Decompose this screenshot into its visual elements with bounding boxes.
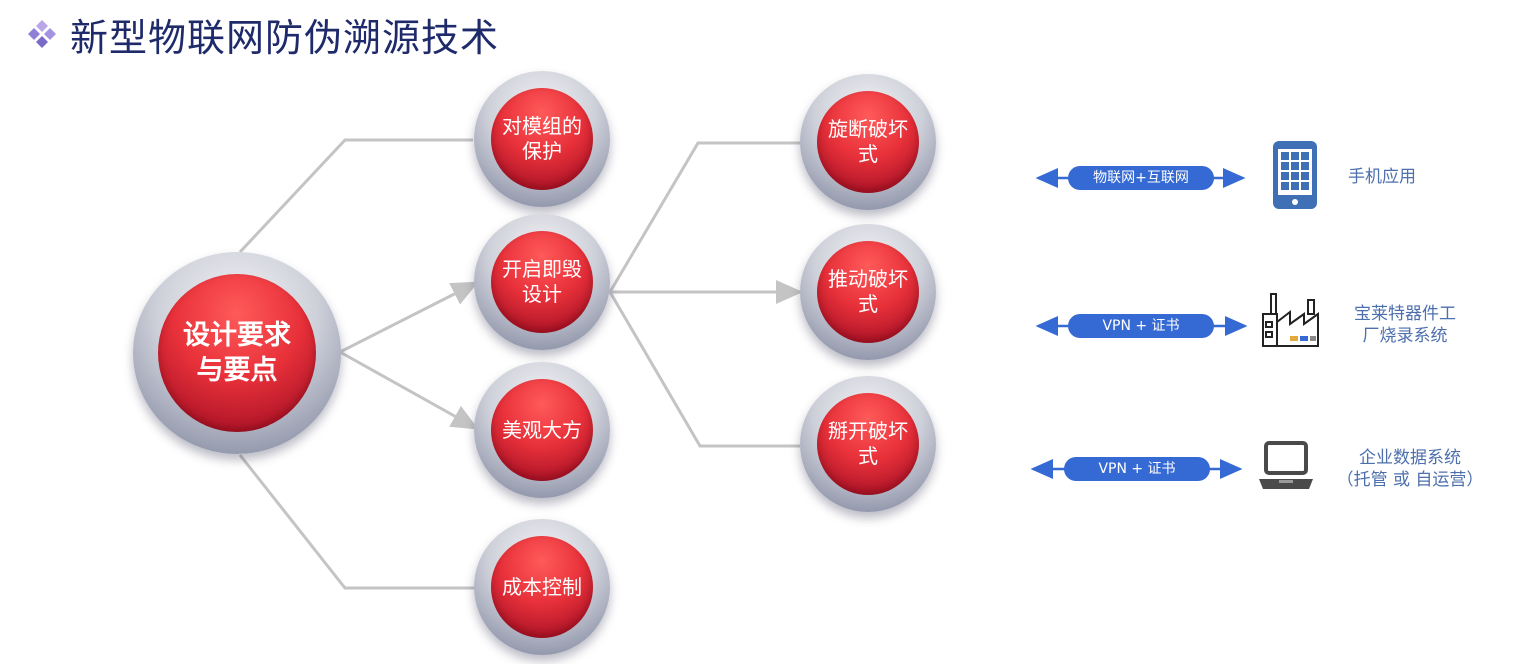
node-label: 旋断破坏 式 [828, 117, 908, 166]
link-pill-iot: 物联网+互联网 [1068, 166, 1214, 190]
node-push-break: 推动破坏 式 [800, 224, 936, 360]
tablet-icon [1273, 141, 1317, 209]
diamond-bullet-icon [28, 20, 56, 48]
root-node-label: 设计要求 与要点 [183, 319, 291, 386]
factory-icon [1262, 293, 1319, 347]
node-label: 成本控制 [502, 574, 582, 599]
title-bar: 新型物联网防伪溯源技术 [24, 6, 499, 62]
connector-open-twist [608, 141, 800, 293]
node-twist-break: 旋断破坏 式 [800, 74, 936, 210]
node-pry-break: 掰开破坏 式 [800, 376, 936, 512]
node-label: 对模组的 保护 [502, 114, 582, 163]
connector-root-cost [238, 454, 476, 590]
node-label: 美观大方 [502, 417, 582, 442]
link-pill-vpn-factory: VPN + 证书 [1068, 314, 1214, 338]
node-open-destroy: 开启即毁 设计 [474, 214, 610, 350]
node-module-protection: 对模组的 保护 [474, 71, 610, 207]
page-title: 新型物联网防伪溯源技术 [70, 15, 500, 60]
node-label: 开启即毁 设计 [502, 257, 582, 306]
laptop-icon [1259, 441, 1313, 489]
root-node: 设计要求 与要点 [133, 252, 341, 454]
connector-open-break [608, 291, 800, 448]
node-aesthetic: 美观大方 [474, 362, 610, 498]
link-pill-vpn-enterprise: VPN + 证书 [1064, 457, 1210, 481]
system-label-enterprise: 企业数据系统 （托管 或 自运营） [1336, 448, 1484, 491]
connector-root-beauty [339, 350, 479, 430]
system-label-factory: 宝莱特器件工 厂烧录系统 [1354, 304, 1456, 347]
node-cost-control: 成本控制 [474, 519, 610, 655]
connector-root-protect [238, 138, 473, 254]
node-label: 推动破坏 式 [828, 267, 908, 316]
system-label-mobile: 手机应用 [1348, 167, 1416, 187]
connector-root-open [339, 281, 479, 354]
node-label: 掰开破坏 式 [828, 419, 908, 468]
